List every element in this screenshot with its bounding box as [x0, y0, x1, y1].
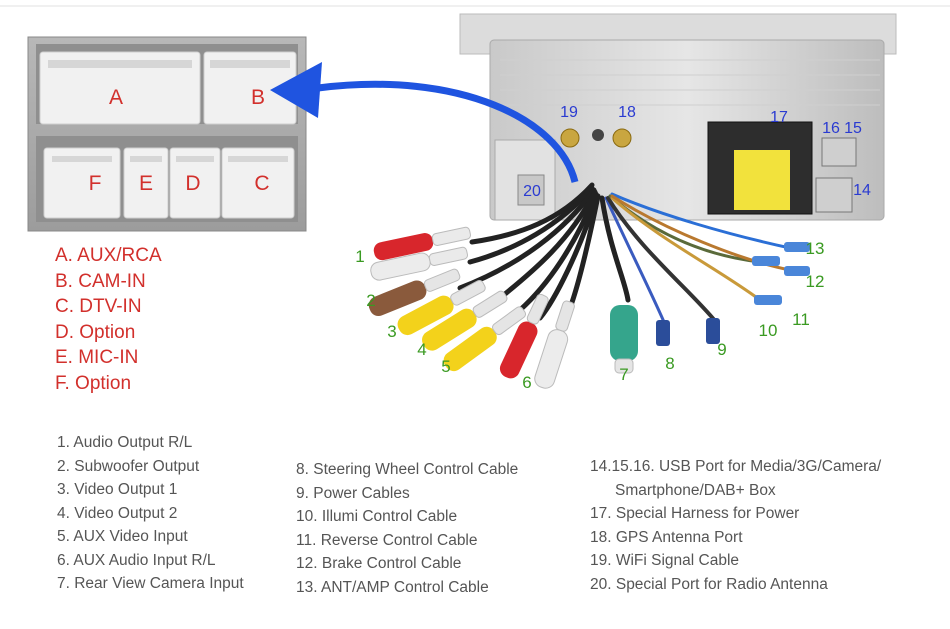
connector-label-d: D — [185, 172, 200, 195]
connector-d — [169, 147, 221, 219]
legend-item: 17. Special Harness for Power — [590, 505, 800, 522]
cable-label-2: 2 — [366, 291, 375, 310]
legend-item: 4. Video Output 2 — [57, 504, 178, 522]
connector-label-e: E — [139, 172, 153, 195]
connector-legend-item: E. MIC-IN — [55, 347, 139, 368]
connector-legend-item: F. Option — [55, 372, 132, 394]
connector-legend-item: C. DTV-IN — [55, 296, 142, 317]
legend-item: 14.15.16. USB Port for Media/3G/Camera/ — [590, 458, 882, 475]
legend-column-3: 14.15.16. USB Port for Media/3G/Camera/ … — [590, 455, 881, 596]
legend-item: 19. WiFi Signal Cable — [590, 552, 740, 569]
legend-item-continuation: Smartphone/DAB+ Box — [615, 481, 776, 499]
cable-label-13: 13 — [806, 239, 825, 258]
legend-item: 1. Audio Output R/L — [57, 434, 193, 451]
port-label-17: 17 — [770, 109, 788, 126]
legend-item: 5. AUX Video Input — [57, 528, 188, 545]
arrow-line — [317, 80, 579, 183]
cable-label-9: 9 — [717, 340, 726, 359]
port-label-19: 19 — [560, 104, 578, 121]
legend-item: 9. Power Cables — [296, 484, 410, 502]
connector-label-f: F — [89, 172, 102, 195]
connector-legend-item: A. AUX/RCA — [55, 245, 162, 266]
connector-f — [43, 147, 121, 219]
legend-item: 11. Reverse Control Cable — [296, 531, 478, 549]
cable-label-10: 10 — [759, 321, 778, 340]
legend-item: 18. GPS Antenna Port — [590, 528, 743, 546]
cable-label-6: 6 — [522, 373, 531, 392]
legend-item: 13. ANT/AMP Control Cable — [296, 578, 489, 596]
arrow-head — [270, 62, 322, 118]
connector-legend-item: D. Option — [55, 321, 136, 343]
legend-item: 7. Rear View Camera Input — [57, 575, 244, 592]
legend-column-2: 8. Steering Wheel Control Cable 9. Power… — [296, 458, 518, 599]
cable-bundle — [457, 182, 792, 324]
port-label-15: 15 — [844, 120, 862, 137]
legend-item: 2. Subwoofer Output — [57, 457, 200, 475]
legend-item: 6. AUX Audio Input R/L — [57, 551, 216, 569]
cable-label-1: 1 — [355, 247, 364, 266]
connector-legend: A. AUX/RCA B. CAM-IN C. DTV-IN D. Option… — [55, 243, 162, 396]
cable-label-11: 11 — [792, 310, 810, 329]
cable-label-5: 5 — [441, 357, 450, 376]
connector-label-b: B — [251, 86, 265, 109]
usb-port-14 — [815, 177, 853, 213]
head-unit-back — [459, 13, 897, 221]
port-label-14: 14 — [853, 182, 871, 199]
port-label-20: 20 — [523, 183, 541, 200]
cable-label-12: 12 — [806, 272, 825, 291]
radio-antenna-port — [517, 174, 545, 206]
cable-label-8: 8 — [665, 354, 674, 373]
cable-label-3: 3 — [387, 322, 396, 341]
legend-item: 8. Steering Wheel Control Cable — [296, 461, 519, 478]
legend-item: 3. Video Output 1 — [57, 481, 178, 498]
rca-plugs — [368, 226, 638, 389]
cable-terminals — [656, 242, 810, 346]
legend-item: 12. Brake Control Cable — [296, 555, 462, 572]
port-label-16: 16 — [822, 120, 840, 137]
connector-closeup: A B F E D C — [27, 36, 307, 232]
cable-label-4: 4 — [417, 340, 426, 359]
connector-a — [39, 51, 201, 125]
port-label-18: 18 — [618, 104, 636, 121]
usb-ports-16-15 — [821, 137, 857, 167]
connector-e — [123, 147, 169, 219]
legend-item: 20. Special Port for Radio Antenna — [590, 575, 828, 593]
connector-label-a: A — [109, 86, 123, 109]
gps-port — [612, 128, 632, 148]
legend-item: 10. Illumi Control Cable — [296, 508, 458, 525]
legend-column-1: 1. Audio Output R/L 2. Subwoofer Output … — [57, 431, 244, 596]
wifi-port — [560, 128, 580, 148]
cable-label-7: 7 — [619, 365, 628, 384]
connector-legend-item: B. CAM-IN — [55, 270, 146, 292]
connector-label-c: C — [254, 172, 269, 195]
connector-c — [221, 147, 295, 219]
